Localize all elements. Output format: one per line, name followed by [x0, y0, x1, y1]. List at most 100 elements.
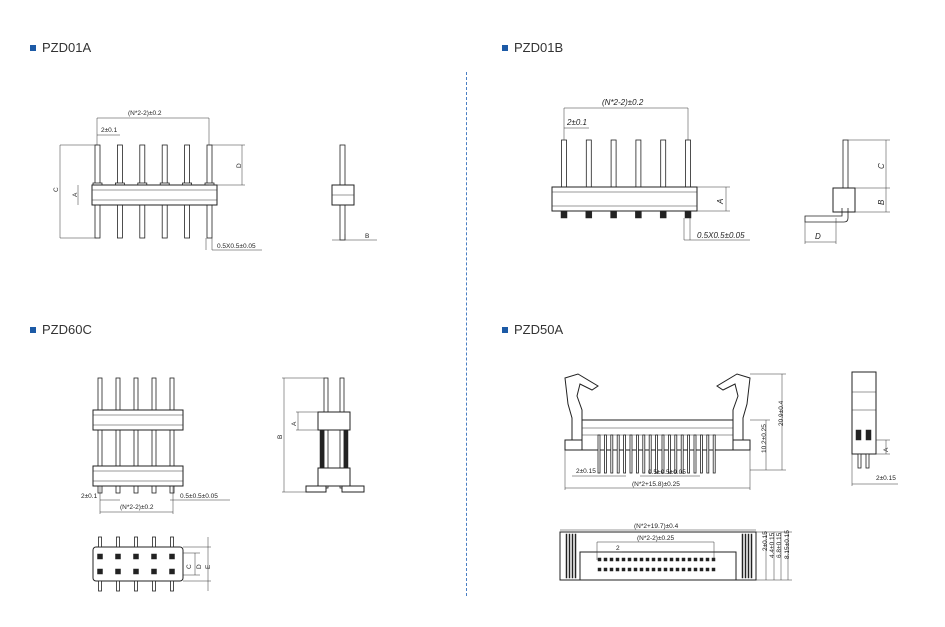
pin — [648, 434, 652, 474]
d-r4-label: 8.15±0.15 — [784, 530, 791, 559]
pzd50a-side-view: A 2±0.15 — [851, 371, 898, 486]
pin — [116, 536, 120, 548]
rib — [741, 533, 744, 579]
d-top-two-label: 2 — [616, 545, 620, 552]
b-d-label: D — [815, 232, 821, 241]
pin — [687, 434, 690, 474]
pzd60c-bottom-view: C D E — [92, 536, 212, 592]
pin-hole — [97, 553, 103, 560]
pin — [668, 434, 671, 474]
contact — [609, 557, 614, 562]
contact — [681, 557, 686, 562]
pin — [610, 434, 614, 474]
pin-hole — [115, 553, 121, 560]
d-top-pitch-span-label: (N*2-2)±0.25 — [637, 535, 675, 542]
pin-hole — [133, 553, 139, 560]
c-pitch-label: 2±0.1 — [81, 493, 98, 500]
a-b-label: B — [365, 233, 369, 240]
contact — [705, 557, 710, 562]
contact — [645, 557, 650, 562]
pzd50a-front-view: 20.9±0.4 10.2±0.25 2±0.15 0.5±0.5±0.05 (… — [564, 373, 786, 490]
b-pitch-span-label: (N*2-2)±0.2 — [602, 98, 644, 107]
b-pin-size-label: 0.5X0.5±0.05 — [697, 231, 745, 240]
d-r1-label: 2±0.15 — [762, 531, 769, 551]
pin — [98, 580, 102, 592]
pin — [685, 139, 691, 191]
rib — [574, 533, 577, 579]
contact — [651, 557, 656, 562]
pzd01b-title-text: PZD01B — [514, 40, 564, 55]
d-height-label: 20.9±0.4 — [778, 400, 785, 426]
pin — [115, 377, 121, 494]
contact — [711, 567, 716, 572]
pin-tail — [585, 210, 593, 219]
pin — [561, 139, 567, 191]
pzd01b-front-view: (N*2-2)±0.2 2±0.1 A 0.5X0.5±0.05 — [551, 98, 750, 241]
pzd60c-title-text: PZD60C — [42, 322, 92, 337]
pin — [585, 139, 592, 191]
contact — [663, 567, 668, 572]
pin — [629, 434, 633, 474]
contact — [603, 567, 608, 572]
pzd01a-title: PZD01A — [30, 40, 91, 55]
contact — [711, 557, 716, 562]
c-pin-size-label: 0.5±0.5±0.05 — [180, 493, 218, 500]
pin — [170, 536, 174, 548]
pin-tail — [610, 210, 617, 219]
a-pitch-span-label: (N*2-2)±0.2 — [128, 110, 162, 117]
pin — [642, 434, 646, 474]
rib — [750, 533, 753, 579]
d-span-label: (N*2+15.8)±0.25 — [632, 481, 680, 488]
a-pitch-label: 2±0.1 — [101, 127, 118, 134]
contact — [687, 557, 692, 562]
pin-hole — [115, 568, 121, 575]
d-side-pitch-label: 2±0.15 — [876, 475, 896, 482]
c-e-label: E — [205, 564, 212, 569]
pin — [693, 434, 697, 474]
pin — [116, 580, 120, 592]
rib — [568, 533, 571, 579]
pzd01b-title: PZD01B — [502, 40, 563, 55]
pin-hole — [169, 568, 175, 575]
pin-tail — [635, 210, 642, 219]
pin-hole — [151, 553, 157, 560]
d-top-span-label: (N*2+19.7)±0.4 — [634, 523, 679, 530]
contact — [675, 557, 680, 562]
pin — [134, 580, 138, 592]
contact — [615, 567, 620, 572]
pin — [152, 580, 156, 592]
pin — [98, 536, 102, 548]
section-divider — [466, 72, 467, 596]
contact — [633, 567, 638, 572]
contact — [675, 567, 680, 572]
pin — [661, 434, 665, 474]
contact — [693, 567, 698, 572]
contact — [621, 557, 626, 562]
pzd60c-side-view: B A — [277, 377, 365, 493]
pin-hole — [97, 568, 103, 575]
contact — [657, 557, 662, 562]
pzd60c-title: PZD60C — [30, 322, 92, 337]
contact — [699, 567, 704, 572]
pzd50a-title: PZD50A — [502, 322, 563, 337]
d-r3-label: 6.8±0.15 — [776, 532, 783, 558]
pin — [700, 434, 703, 474]
b-c-label: C — [877, 163, 886, 169]
pzd50a-top-view: (N*2+19.7)±0.4 (N*2-2)±0.25 2 2±0.15 4.4… — [559, 523, 792, 581]
c-c-label: C — [186, 564, 193, 569]
contact — [699, 557, 704, 562]
pin-tail — [684, 210, 692, 219]
contact — [663, 557, 668, 562]
contact — [597, 567, 602, 572]
contact — [639, 557, 644, 562]
contact — [627, 557, 632, 562]
rib — [747, 533, 750, 579]
contact — [609, 567, 614, 572]
contact — [651, 567, 656, 572]
pin — [133, 377, 139, 494]
pzd01a-title-text: PZD01A — [42, 40, 92, 55]
b-b-label: B — [877, 199, 886, 205]
c-a-label: A — [291, 421, 298, 426]
contact — [603, 557, 608, 562]
pin-hole — [169, 553, 175, 560]
